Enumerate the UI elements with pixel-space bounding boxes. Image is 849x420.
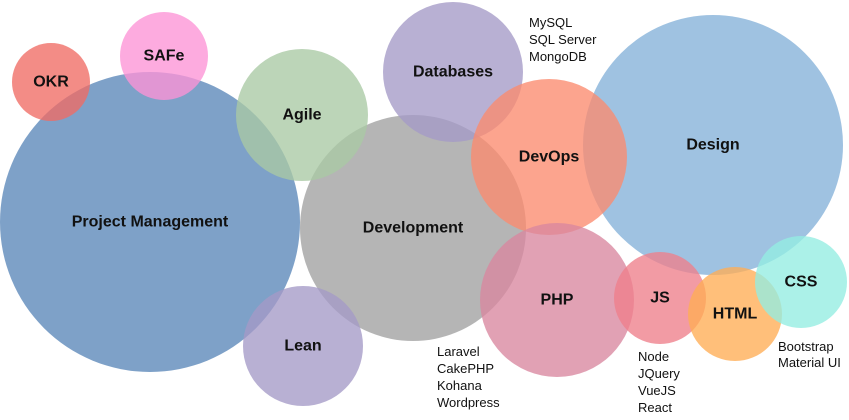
note-line: Node	[638, 349, 669, 364]
bubble-js	[614, 252, 706, 344]
labels-layer: Project Management Development Design Agile…	[33, 48, 818, 355]
bubble-label-safe: SAFe	[144, 48, 185, 65]
bubble-label-devops: DevOps	[519, 149, 580, 166]
bubble-databases	[383, 2, 523, 142]
note-line: MongoDB	[529, 49, 587, 64]
bubble-devops	[471, 79, 627, 235]
bubble-label-php: PHP	[541, 292, 574, 309]
bubble-php	[480, 223, 634, 377]
bubble-label-design: Design	[686, 137, 739, 154]
bubble-label-js: JS	[650, 290, 670, 307]
bubble-okr	[12, 43, 90, 121]
note-line: Kohana	[437, 378, 483, 393]
bubble-development	[300, 115, 526, 341]
bubble-label-lean: Lean	[284, 338, 321, 355]
note-line: Bootstrap	[778, 339, 834, 354]
bubble-label-okr: OKR	[33, 74, 69, 91]
bubble-label-agile: Agile	[282, 107, 321, 124]
note-line: JQuery	[638, 366, 680, 381]
bubble-agile	[236, 49, 368, 181]
note-line: SQL Server	[529, 32, 597, 47]
bubble-label-css: CSS	[785, 274, 818, 291]
note-line: Wordpress	[437, 395, 500, 410]
note-line: Laravel	[437, 344, 480, 359]
bubble-lean	[243, 286, 363, 406]
note-line: VueJS	[638, 383, 676, 398]
bubble-design	[583, 15, 843, 275]
bubble-label-project-management: Project Management	[72, 214, 229, 231]
bubble-label-development: Development	[363, 220, 464, 237]
note-line: Material UI	[778, 355, 841, 370]
note-line: CakePHP	[437, 361, 494, 376]
bubble-label-databases: Databases	[413, 64, 493, 81]
bubble-safe	[120, 12, 208, 100]
note-line: MySQL	[529, 15, 572, 30]
bubble-project-management	[0, 72, 300, 372]
bubbles-layer	[0, 2, 847, 406]
bubble-css	[755, 236, 847, 328]
bubble-label-html: HTML	[713, 306, 758, 323]
note-line: React	[638, 400, 672, 415]
